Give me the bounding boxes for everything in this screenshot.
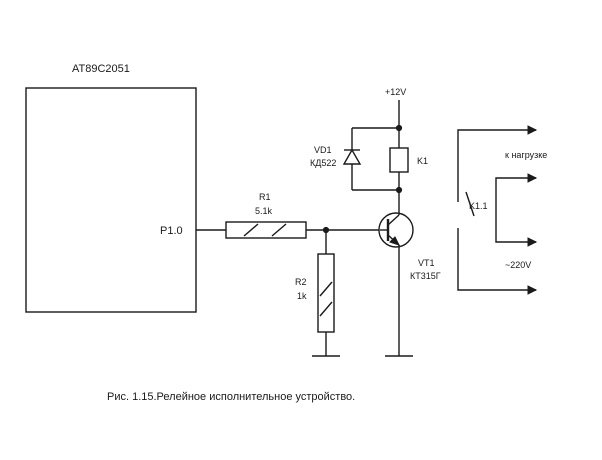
vd1-triangle <box>342 148 362 165</box>
r2-mark-2 <box>319 301 333 317</box>
k1-coil <box>389 147 409 173</box>
supply-label: +12V <box>385 87 406 97</box>
r1-mark-2 <box>271 223 287 237</box>
vd1-part: КД522 <box>310 158 336 168</box>
load-arrow-upper <box>527 173 538 183</box>
load-arrow-bottom <box>527 285 538 295</box>
r2-mark-1 <box>319 281 333 297</box>
vd1-ref: VD1 <box>314 145 332 155</box>
k1-contact-ref: K1.1 <box>469 201 488 211</box>
vt1-emitter-arrow <box>389 236 400 246</box>
k1-ref: K1 <box>417 156 428 166</box>
r2-ref: R2 <box>295 277 307 287</box>
load-arrow-top <box>527 125 538 135</box>
load-wire-top <box>457 129 536 202</box>
r1-mark-1 <box>243 223 259 237</box>
r1-ref: R1 <box>259 192 271 202</box>
mains-label: ~220V <box>505 260 531 270</box>
load-bracket <box>495 177 536 243</box>
mcu-pin-label: P1.0 <box>160 225 183 237</box>
vt1-collector-lead <box>387 214 400 226</box>
load-label: к нагрузке <box>505 150 547 160</box>
figure-caption: Рис. 1.15.Релейное исполнительное устрой… <box>107 391 355 403</box>
r1-body <box>225 221 307 239</box>
r2-value: 1k <box>297 291 307 301</box>
r2-body <box>317 253 335 333</box>
load-wire-bottom <box>457 228 536 291</box>
vt1-ref: VT1 <box>418 258 435 268</box>
mcu-block <box>25 87 197 313</box>
vt1-part: КТ315Г <box>410 271 441 281</box>
mcu-name: AT89C2051 <box>72 63 130 75</box>
load-arrow-lower <box>527 237 538 247</box>
k1-contact-blade <box>465 191 475 217</box>
r1-value: 5.1k <box>255 206 273 216</box>
